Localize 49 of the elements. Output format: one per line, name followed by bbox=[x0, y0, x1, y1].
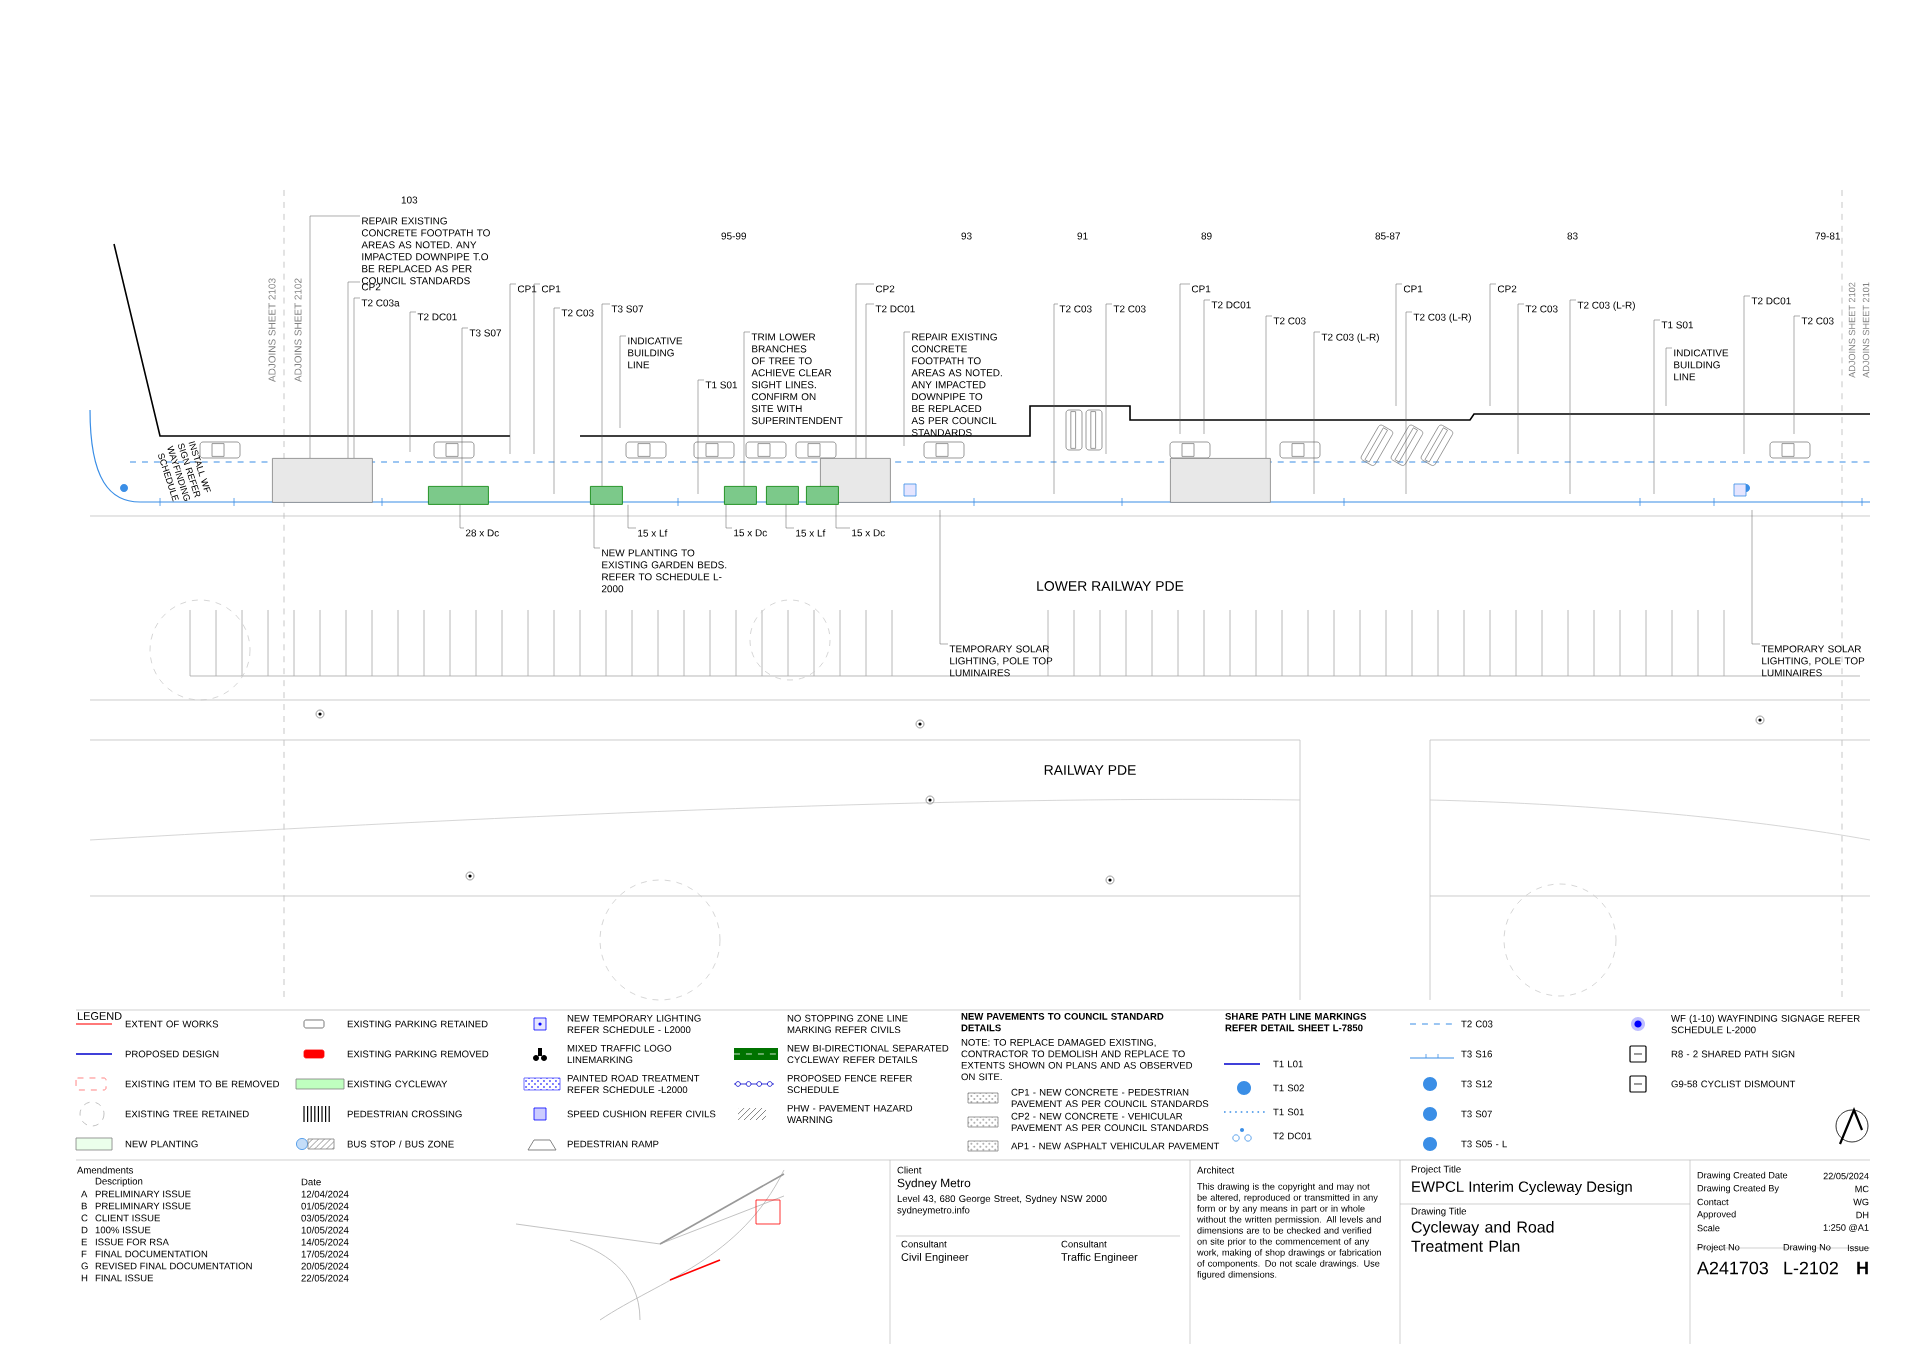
leader-line bbox=[1743, 295, 1751, 455]
planting-bed bbox=[428, 486, 489, 505]
leader-line bbox=[835, 504, 851, 529]
leader-line bbox=[697, 379, 705, 495]
leader-line bbox=[1203, 299, 1211, 435]
leader-line bbox=[353, 297, 361, 459]
leader-line bbox=[1313, 331, 1321, 495]
planting-bed bbox=[724, 486, 757, 505]
leader-line bbox=[619, 335, 627, 429]
leader-line bbox=[1517, 303, 1525, 455]
leader-line bbox=[743, 331, 751, 487]
leader-line bbox=[347, 281, 361, 459]
leader-line bbox=[1569, 299, 1577, 495]
leader-line bbox=[309, 215, 361, 459]
paved-area bbox=[820, 458, 891, 503]
leader-line bbox=[1105, 303, 1113, 455]
leader-line bbox=[461, 327, 469, 487]
leader-line bbox=[533, 283, 541, 455]
leader-line bbox=[903, 331, 911, 447]
leader-line bbox=[1665, 347, 1673, 407]
leader-line bbox=[1179, 283, 1191, 435]
planting-bed bbox=[766, 486, 799, 505]
leader-line bbox=[1405, 311, 1413, 495]
leader-line bbox=[627, 504, 637, 529]
leader-line bbox=[1751, 509, 1761, 645]
paved-area bbox=[272, 458, 373, 503]
leader-line bbox=[725, 504, 733, 529]
leader-line bbox=[1489, 283, 1497, 407]
leader-line bbox=[785, 504, 795, 529]
leader-line bbox=[593, 504, 601, 549]
field-value: H bbox=[1857, 1261, 1868, 1275]
leader-line bbox=[865, 303, 875, 459]
leader-line bbox=[939, 509, 949, 645]
leader-line bbox=[553, 307, 561, 495]
leader-line bbox=[459, 504, 465, 529]
leader-line bbox=[409, 311, 417, 453]
leader-line bbox=[1793, 315, 1801, 435]
leader-line bbox=[509, 283, 517, 455]
leader-line bbox=[1265, 315, 1273, 459]
planting-bed bbox=[806, 486, 839, 505]
field-value: A241703 bbox=[1697, 1261, 1768, 1275]
planting-bed bbox=[590, 486, 623, 505]
paved-area bbox=[1170, 458, 1271, 503]
leader-line bbox=[1395, 283, 1403, 407]
leader-line bbox=[601, 303, 611, 487]
leader-line bbox=[1053, 303, 1059, 495]
leader-line bbox=[855, 283, 875, 459]
field-value: L-2102 bbox=[1784, 1261, 1838, 1275]
leader-line bbox=[1653, 319, 1661, 495]
